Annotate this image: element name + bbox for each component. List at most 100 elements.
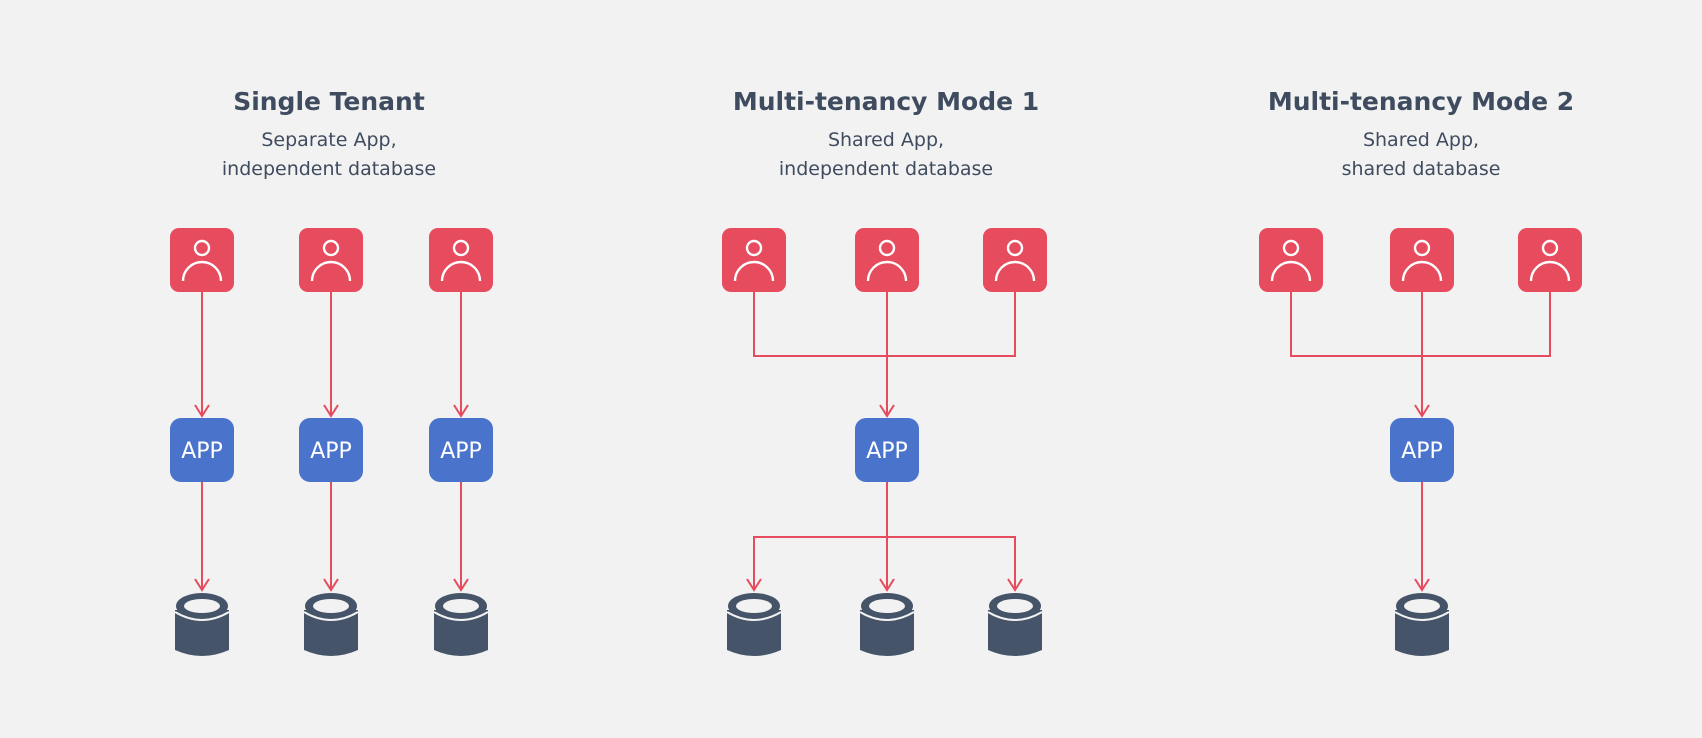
tenant-user-box: [299, 228, 363, 292]
arrowhead-icon: [323, 404, 339, 418]
user-icon: [1270, 239, 1312, 282]
user-icon: [440, 239, 482, 282]
arrowhead-icon: [453, 404, 469, 418]
app-box-bg: [1390, 418, 1454, 482]
database-rim: [726, 611, 782, 621]
app-label: APP: [440, 439, 482, 464]
tenant-box: [983, 228, 1047, 292]
user-icon: [866, 239, 908, 282]
app-box: APP: [299, 418, 363, 482]
database-icon: [174, 593, 230, 656]
app-box-bg: [170, 418, 234, 482]
user-icon-body: [181, 260, 223, 282]
app-box: APP: [855, 418, 919, 482]
database-top-inner: [997, 599, 1033, 613]
database-top-inner: [736, 599, 772, 613]
user-icon: [310, 239, 352, 282]
panel-subtitle-line: Separate App,: [261, 129, 396, 151]
tenant-user-box: [983, 228, 1047, 292]
app-label: APP: [310, 439, 352, 464]
database-rim: [433, 611, 489, 621]
user-icon: [994, 239, 1036, 282]
database-icon: [1394, 593, 1450, 656]
database-rim: [303, 611, 359, 621]
arrowhead-icon: [194, 404, 210, 418]
arrowhead-icon: [323, 578, 339, 592]
user-icon: [1529, 239, 1571, 282]
database-body: [860, 610, 914, 656]
panel-subtitle-line: shared database: [1342, 158, 1501, 180]
app-box-bg: [299, 418, 363, 482]
user-icon-head: [1282, 239, 1300, 257]
tenant-box: [429, 228, 493, 292]
database-body: [434, 610, 488, 656]
panel-multi-tenancy-mode-2: Multi-tenancy Mode 2 Shared App, shared …: [1268, 87, 1574, 180]
tenant-user-box: [1259, 228, 1323, 292]
arrowhead-icon: [879, 404, 895, 418]
app-label: APP: [866, 439, 908, 464]
arrowhead-icon: [453, 578, 469, 592]
connector-line: [753, 536, 1016, 590]
tenant-box: [1390, 228, 1454, 292]
panel-multi-tenancy-mode-1: Multi-tenancy Mode 1 Shared App, indepen…: [733, 87, 1039, 180]
user-icon: [733, 239, 775, 282]
arrowhead-icon: [1414, 404, 1430, 418]
user-icon-head: [1541, 239, 1559, 257]
panel-title: Single Tenant: [233, 87, 425, 116]
user-icon-body: [1270, 260, 1312, 282]
database-top-inner: [1404, 599, 1440, 613]
user-icon-head: [1006, 239, 1024, 257]
database-rim: [987, 611, 1043, 621]
app-box: APP: [1390, 418, 1454, 482]
tenant-user-box: [722, 228, 786, 292]
user-icon-head: [322, 239, 340, 257]
database-icon: [987, 593, 1043, 656]
app-label: APP: [181, 439, 223, 464]
arrowhead-icon: [1414, 578, 1430, 592]
panel-title: Multi-tenancy Mode 1: [733, 87, 1039, 116]
panel-subtitle-line: Shared App,: [828, 129, 944, 151]
user-icon-head: [745, 239, 763, 257]
user-icon-body: [994, 260, 1036, 282]
database-body: [1395, 610, 1449, 656]
database-top-inner: [313, 599, 349, 613]
user-icon-head: [1413, 239, 1431, 257]
database-icon: [726, 593, 782, 656]
panel-title: Multi-tenancy Mode 2: [1268, 87, 1574, 116]
database-body: [175, 610, 229, 656]
app-box: APP: [170, 418, 234, 482]
user-icon-head: [878, 239, 896, 257]
database-body: [304, 610, 358, 656]
arrowhead-icon: [194, 578, 210, 592]
arrowhead-icon: [879, 578, 895, 592]
app-box-bg: [855, 418, 919, 482]
connector-line: [753, 292, 1016, 357]
user-icon-body: [310, 260, 352, 282]
tenant-user-box: [170, 228, 234, 292]
app-label: APP: [1401, 439, 1443, 464]
user-icon-body: [1529, 260, 1571, 282]
database-body: [727, 610, 781, 656]
app-box: APP: [429, 418, 493, 482]
connector-line: [1290, 292, 1551, 357]
tenant-box: [722, 228, 786, 292]
database-icon: [433, 593, 489, 656]
database-icon: [303, 593, 359, 656]
tenant-user-box: [429, 228, 493, 292]
arrowhead-icon: [1007, 578, 1023, 592]
database-top-inner: [443, 599, 479, 613]
user-icon-body: [1401, 260, 1443, 282]
database-rim: [174, 611, 230, 621]
user-icon-body: [733, 260, 775, 282]
tenant-box: [855, 228, 919, 292]
user-icon-body: [866, 260, 908, 282]
user-icon-body: [440, 260, 482, 282]
panel-single-tenant: Single Tenant Separate App, independent …: [222, 87, 436, 180]
user-icon: [1401, 239, 1443, 282]
tenant-box: [170, 228, 234, 292]
tenant-user-box: [1390, 228, 1454, 292]
panel-subtitle-line: independent database: [222, 158, 436, 180]
database-rim: [1394, 611, 1450, 621]
user-icon-head: [452, 239, 470, 257]
